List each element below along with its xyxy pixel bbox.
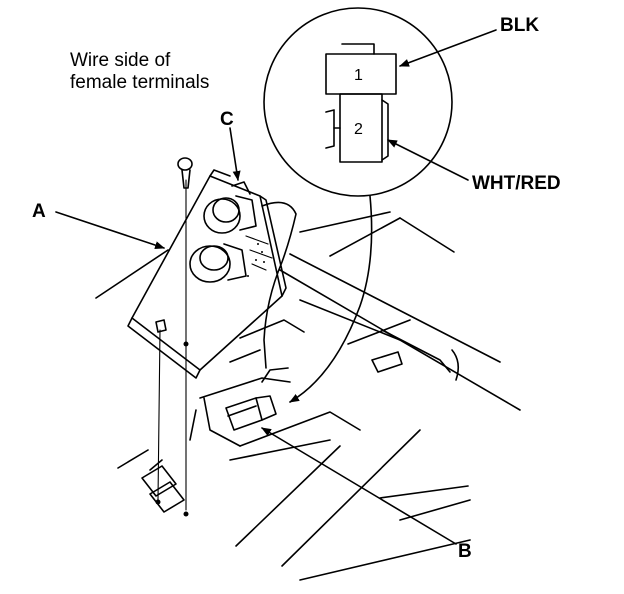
- caption: Wire side of female terminals: [70, 50, 209, 94]
- wire-harness: [261, 201, 297, 369]
- leader-lines: [55, 29, 497, 545]
- callout-a: A: [32, 201, 46, 222]
- connector-b: [225, 395, 277, 431]
- bracket-a: [127, 169, 287, 379]
- twin-connector-c: [189, 181, 273, 283]
- body-panel: [95, 211, 521, 581]
- pin-1-label: 1: [354, 67, 363, 84]
- connector-closeup: 1 2: [325, 43, 397, 163]
- callout-b: B: [458, 541, 472, 562]
- callout-wht-red: WHT/RED: [472, 173, 561, 194]
- mounting-rods: [141, 179, 189, 517]
- caption-line-2: female terminals: [70, 72, 210, 93]
- magnifier-circle: [263, 7, 453, 403]
- callout-blk: BLK: [500, 15, 540, 36]
- caption-line-1: Wire side of: [70, 50, 171, 71]
- callout-c: C: [220, 109, 234, 130]
- screw: [177, 157, 193, 189]
- pin-2-label: 2: [354, 121, 363, 138]
